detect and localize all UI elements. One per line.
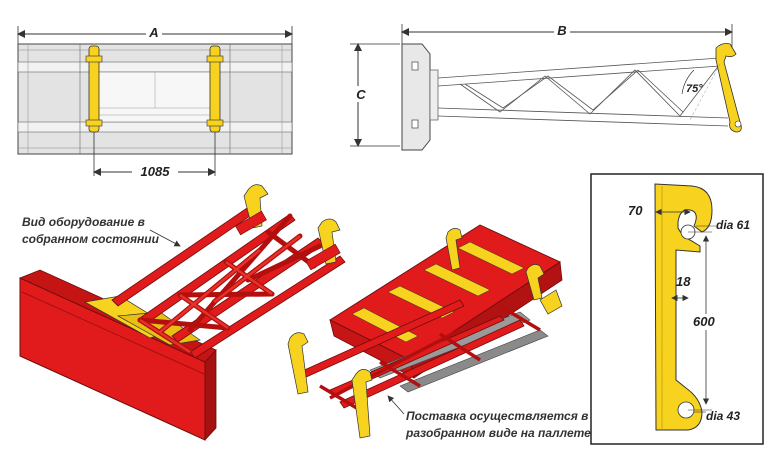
assembled-note-line2: собранном состоянии [22, 232, 159, 246]
side-view: B C 75° [350, 22, 742, 151]
delivery-note-line1: Поставка осуществляется в [406, 409, 589, 423]
detail-70-label: 70 [628, 203, 643, 218]
dimension-width-label: 1085 [141, 164, 171, 179]
delivery-note: Поставка осуществляется в разобранном ви… [406, 408, 591, 442]
detail-dia61-label: dia 61 [716, 218, 750, 232]
hook-sideview [715, 43, 742, 133]
pallet-equipment [287, 224, 563, 439]
delivery-note-line2: разобранном виде на паллете [406, 426, 591, 440]
detail-18-label: 18 [676, 274, 691, 289]
assembled-note-line1: Вид оборудование в [22, 215, 145, 229]
dimension-a-label: A [148, 25, 158, 40]
assembled-equipment [18, 184, 346, 442]
detail-dia43-label: dia 43 [706, 409, 740, 423]
dimension-b-label: B [557, 23, 566, 38]
angle-label: 75° [686, 83, 703, 95]
top-view: A 1085 [17, 24, 293, 179]
detail-600-label: 600 [693, 314, 715, 329]
assembled-note: Вид оборудование в собранном состоянии [22, 214, 182, 248]
hook-detail-panel: 70 dia 61 18 600 dia 43 [590, 173, 764, 445]
dimension-c-label: C [356, 87, 366, 102]
